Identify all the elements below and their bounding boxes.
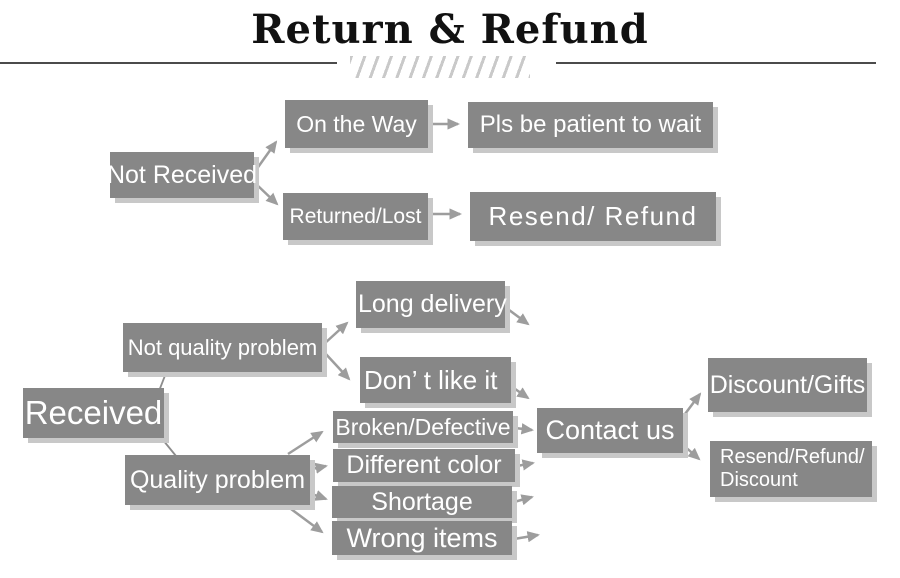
node-resend-refund: Resend/ Refund — [470, 192, 716, 241]
node-received: Received — [23, 388, 164, 438]
node-resend-refund-discount-line1: Resend/Refund/ — [720, 446, 865, 468]
node-wrong-items: Wrong items — [332, 521, 512, 555]
arrow-wrong-to-contact — [513, 531, 540, 543]
arrow-not-received-to-on-the-way — [254, 140, 278, 171]
arrow-contact-to-discount — [681, 392, 702, 419]
divider-line-right — [556, 62, 876, 64]
node-not-received: Not Received — [107, 152, 257, 198]
node-resend-refund-discount-line2: Discount — [720, 469, 798, 491]
hatch-decoration — [350, 56, 530, 78]
node-discount-gifts: Discount/Gifts — [708, 358, 867, 412]
arrow-contact-to-resend-refund-discount — [681, 443, 701, 461]
connector-received-quality — [162, 439, 177, 457]
arrow-long-delivery-to-contact — [504, 305, 530, 326]
node-resend-refund-discount: Resend/Refund/ Discount — [710, 441, 872, 497]
arrow-not-received-to-returned-lost — [255, 183, 279, 206]
node-shortage: Shortage — [332, 486, 512, 518]
arrow-quality-to-wrong — [286, 504, 324, 534]
page-title: Return & Refund — [251, 6, 649, 53]
node-different-color: Different color — [333, 449, 515, 482]
node-dont-like-it: Don’ t like it — [360, 357, 511, 403]
arrow-shortage-to-contact — [513, 494, 534, 506]
node-pls-be-patient: Pls be patient to wait — [468, 102, 713, 148]
node-long-delivery: Long delivery — [356, 281, 507, 328]
node-quality-problem: Quality problem — [125, 455, 310, 505]
divider-line-left — [0, 62, 337, 64]
arrow-quality-to-different — [311, 462, 328, 474]
node-on-the-way: On the Way — [285, 100, 428, 148]
arrow-dont-like-to-contact — [507, 382, 530, 400]
node-broken-defective: Broken/Defective — [333, 411, 513, 443]
arrow-broken-to-contact — [514, 423, 534, 435]
arrow-quality-to-shortage — [311, 490, 328, 501]
arrow-not-quality-to-long-delivery — [323, 321, 349, 345]
node-not-quality-problem: Not quality problem — [123, 323, 322, 372]
arrow-different-to-contact — [516, 459, 535, 471]
arrow-quality-to-broken — [287, 430, 324, 456]
node-contact-us: Contact us — [537, 408, 683, 453]
node-returned-lost: Returned/Lost — [283, 193, 428, 240]
arrow-not-quality-to-dont-like — [323, 351, 351, 381]
